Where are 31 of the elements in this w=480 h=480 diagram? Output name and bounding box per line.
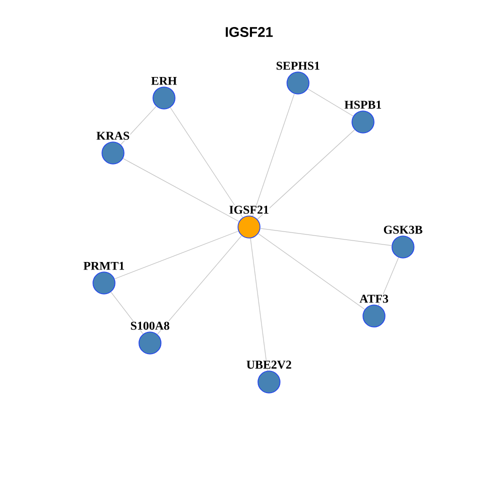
edge-line	[307, 88, 354, 116]
gene-label: SEPHS1	[276, 62, 320, 70]
gene-label: ATF3	[360, 294, 388, 303]
gene-label: UBE2V2	[246, 360, 292, 369]
edge-line	[258, 233, 366, 310]
gene-label: PRMT1	[84, 262, 124, 270]
edge-line	[260, 228, 392, 246]
edge-line	[122, 158, 240, 222]
edge-line	[250, 238, 268, 371]
network-node	[138, 332, 162, 354]
edge-line	[114, 230, 239, 280]
network-node	[362, 304, 386, 328]
edge-line	[170, 107, 244, 218]
gene-label: IGSF21	[229, 206, 268, 214]
network-node	[152, 86, 176, 110]
edge-line	[157, 235, 242, 335]
gene-label: S100A8	[130, 322, 170, 330]
gene-label: ERH	[151, 76, 177, 85]
network-node	[392, 236, 414, 258]
gene-label: KRAS	[96, 132, 130, 140]
network-node	[286, 72, 310, 94]
network-node	[238, 216, 260, 238]
network-node	[352, 110, 374, 134]
gene-label: GSK3B	[384, 226, 422, 234]
edge-line	[252, 94, 295, 216]
network-node	[258, 370, 280, 394]
network-node	[92, 272, 116, 294]
network-node	[102, 142, 124, 164]
edge-line	[257, 129, 355, 220]
gene-label: HSPB1	[344, 100, 382, 109]
chart-title: IGSF21	[226, 27, 273, 37]
